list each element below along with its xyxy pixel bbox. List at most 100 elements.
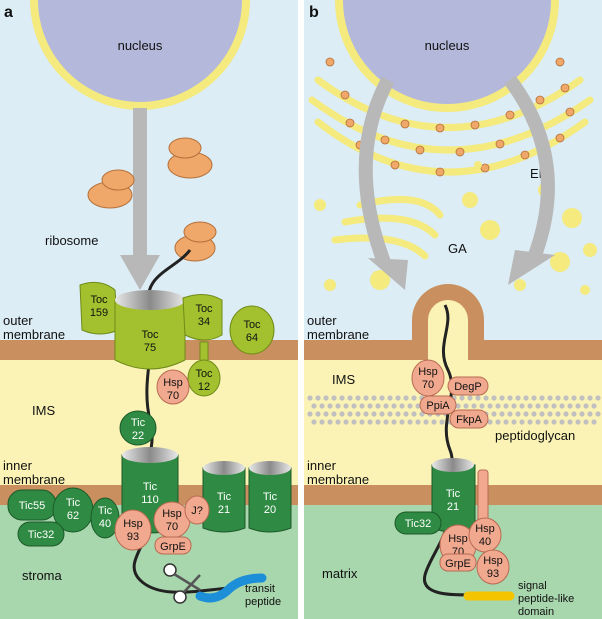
peptidoglycan-dot	[307, 411, 313, 417]
peptidoglycan-dot	[359, 419, 365, 425]
ribosome-1	[87, 169, 135, 209]
tic20-label-2: 20	[264, 504, 276, 516]
peptidoglycan-dot	[503, 419, 509, 425]
toc12-protein	[187, 359, 221, 397]
arrow-right-shaft	[504, 75, 555, 258]
peptidoglycan-dot	[503, 403, 509, 409]
toc64-label-1: Toc	[243, 319, 261, 331]
peptidoglycan-dot	[391, 419, 397, 425]
peptidoglycan-dot	[495, 419, 501, 425]
tic110-label-1: Tic	[143, 481, 158, 493]
hsp93-label-1: Hsp	[123, 518, 143, 530]
peptidoglycan-dot	[575, 419, 581, 425]
hsp93-b-label-2: 93	[487, 568, 499, 580]
peptidoglycan-dot	[407, 419, 413, 425]
peptidoglycan-dot	[555, 395, 561, 401]
peptidoglycan-dot	[511, 403, 517, 409]
peptidoglycan-dot	[575, 403, 581, 409]
peptidoglycan-dot	[567, 403, 573, 409]
peptidoglycan-dot	[367, 419, 373, 425]
peptidoglycan-dot	[339, 395, 345, 401]
degp-protein	[447, 376, 489, 396]
peptidoglycan-dot	[555, 411, 561, 417]
peptidoglycan-dot	[551, 403, 557, 409]
peptidoglycan-label: peptidoglycan	[495, 428, 575, 443]
import-arrow-head	[120, 255, 160, 290]
matrix-label: matrix	[322, 566, 358, 581]
peptidoglycan-dot	[495, 403, 501, 409]
peptidoglycan-dot	[315, 395, 321, 401]
j-protein	[184, 495, 210, 525]
tic110-pore	[122, 447, 178, 463]
peptidoglycan-dot	[491, 395, 497, 401]
tic21-pore	[203, 461, 245, 475]
grpe-label: GrpE	[160, 541, 186, 553]
peptidoglycan-dot	[499, 395, 505, 401]
arrow-right-head	[508, 250, 555, 285]
peptidoglycan-dot	[567, 419, 573, 425]
peptidoglycan-dot	[551, 419, 557, 425]
peptidoglycan-dot	[511, 419, 517, 425]
peptidoglycan-dot	[595, 395, 601, 401]
hsp93-label-2: 93	[127, 531, 139, 543]
peptidoglycan-dot	[347, 395, 353, 401]
peptidoglycan-dot	[543, 419, 549, 425]
grpe-protein-b	[439, 553, 477, 572]
nucleus-label: nucleus	[118, 38, 163, 53]
toc159-label-1: Toc	[90, 294, 108, 306]
peptidoglycan-dot	[583, 419, 589, 425]
peptidoglycan-dot	[327, 403, 333, 409]
hsp70-ims-protein	[156, 369, 190, 405]
peptidoglycan-dot	[527, 403, 533, 409]
tic22-protein	[119, 410, 157, 446]
toc12-label-1: Toc	[195, 368, 213, 380]
peptidoglycan-dot	[535, 419, 541, 425]
nucleus-b-label: nucleus	[425, 38, 470, 53]
peptidoglycan-dot	[399, 419, 405, 425]
toc75-label-1: Toc	[141, 329, 159, 341]
peptidoglycan-dot	[343, 419, 349, 425]
peptidoglycan-dot	[331, 395, 337, 401]
tic21-b-label-1: Tic	[446, 488, 461, 500]
ribosome-2	[167, 137, 213, 179]
ribosome-label: ribosome	[45, 233, 98, 248]
scissors-icon	[163, 563, 201, 604]
tic21-b-label-2: 21	[447, 501, 459, 513]
toc64-label-2: 64	[246, 332, 258, 344]
tic62-label-2: 62	[67, 510, 79, 522]
peptidoglycan-dot	[347, 411, 353, 417]
peptidoglycan-dot	[487, 419, 493, 425]
peptidoglycan-dot	[455, 403, 461, 409]
tic32-b-label: Tic32	[405, 518, 432, 530]
tic21-label-2: 21	[218, 504, 230, 516]
peptidoglycan-dot	[507, 395, 513, 401]
peptidoglycan-dot	[475, 395, 481, 401]
panel-a-letter: a	[4, 4, 13, 21]
arrow-left-head	[368, 258, 408, 290]
inner-membrane-label-1: inner	[3, 458, 33, 473]
peptidoglycan-dot	[311, 419, 317, 425]
import-arrow-shaft	[133, 108, 147, 260]
toc75-label-2: 75	[144, 342, 156, 354]
hsp93-protein	[114, 509, 152, 551]
peptidoglycan-dot	[459, 395, 465, 401]
peptidoglycan-dot	[403, 411, 409, 417]
ppia-label: PpiA	[426, 400, 450, 412]
tic32-label: Tic32	[28, 529, 55, 541]
peptidoglycan-dot	[403, 395, 409, 401]
signal-label-2: peptide-like	[518, 593, 574, 605]
peptidoglycan-dot	[355, 395, 361, 401]
toc75-pore	[115, 290, 185, 310]
peptidoglycan-dot	[407, 403, 413, 409]
tic40-label-2: 40	[99, 518, 111, 530]
toc34-protein	[182, 294, 223, 341]
hsp40-anchor	[477, 469, 489, 526]
peptidoglycan-dot	[563, 411, 569, 417]
peptidoglycan-dot	[355, 411, 361, 417]
peptidoglycan-dot	[467, 395, 473, 401]
peptidoglycan-dot	[515, 395, 521, 401]
outer-membrane-label-1: outer	[3, 313, 33, 328]
peptidoglycan-dot	[591, 419, 597, 425]
tic21-label-1: Tic	[217, 491, 232, 503]
peptidoglycan-dot	[411, 395, 417, 401]
